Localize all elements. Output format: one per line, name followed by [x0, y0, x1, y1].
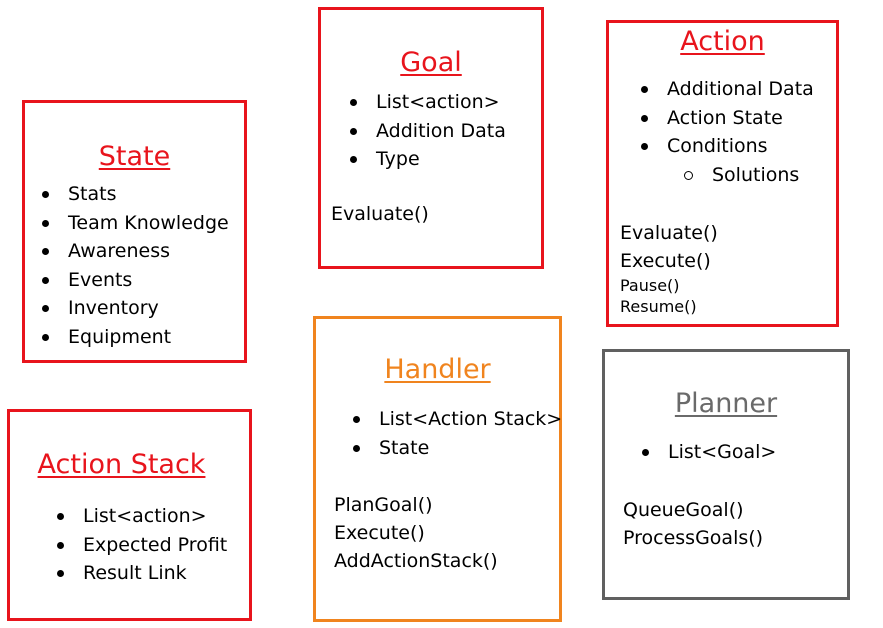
- goal-title: Goal: [400, 47, 462, 78]
- list-item-label: Action State: [667, 106, 783, 129]
- method-label: Resume(): [620, 297, 697, 316]
- method-label: AddActionStack(): [334, 550, 498, 572]
- list-item: Team Knowledge: [42, 209, 229, 238]
- list-item-label: Team Knowledge: [68, 211, 229, 234]
- list-subitem-label: Solutions: [712, 163, 800, 186]
- method-label: PlanGoal(): [334, 494, 433, 516]
- bullet-icon: [350, 127, 357, 135]
- state-title: State: [98, 141, 171, 172]
- bullet-icon: [57, 541, 64, 549]
- list-item: Result Link: [57, 559, 227, 588]
- method-label: Pause(): [620, 276, 680, 295]
- list-item-label: List<action>: [376, 91, 500, 113]
- method-label: Evaluate(): [620, 222, 718, 244]
- planner-title: Planner: [674, 388, 778, 419]
- planner-list: List<Goal>: [642, 438, 777, 467]
- bullet-icon: [42, 219, 49, 227]
- list-item: Action State: [641, 104, 814, 133]
- handler-title: Handler: [384, 354, 491, 385]
- state-list: Stats Team Knowledge Awareness Events In…: [42, 180, 229, 352]
- list-item: Type: [350, 145, 506, 174]
- list-item-label: Events: [68, 268, 133, 291]
- bullet-icon: [42, 191, 49, 198]
- list-item-label: Conditions: [667, 135, 768, 157]
- goal-list: List<action> Addition Data Type: [350, 88, 506, 174]
- list-item: Events: [42, 266, 229, 295]
- bullet-icon: [42, 333, 49, 341]
- list-item: List<Action Stack>: [353, 405, 563, 434]
- action-list: Additional Data Action State Conditions …: [641, 75, 814, 190]
- bullet-icon: [353, 444, 360, 452]
- bullet-icon: [42, 248, 49, 255]
- bullet-icon: [641, 143, 648, 150]
- list-item-label: Addition Data: [376, 119, 506, 142]
- list-item: State: [353, 434, 562, 463]
- state-box: State Stats Team Knowledge Awareness Eve…: [22, 100, 247, 363]
- bullet-icon: [57, 570, 64, 577]
- hollow-bullet-icon: [684, 170, 693, 180]
- goal-box: Goal List<action> Addition Data Type Eva…: [318, 7, 544, 269]
- list-item-label: List<Goal>: [668, 441, 777, 463]
- list-subitem: Solutions: [684, 161, 814, 190]
- list-item-label: Stats: [68, 183, 117, 205]
- list-item-label: Equipment: [68, 325, 172, 348]
- bullet-icon: [353, 416, 360, 423]
- action-stack-box: Action Stack List<action> Expected Profi…: [7, 409, 252, 621]
- planner-methods: QueueGoal() ProcessGoals(): [623, 496, 763, 552]
- list-item: List<action>: [57, 502, 227, 531]
- method-label: Execute(): [334, 522, 425, 544]
- list-item-label: Additional Data: [667, 78, 814, 100]
- list-item-label: Awareness: [68, 240, 171, 262]
- list-item: Additional Data: [641, 75, 814, 104]
- list-item-label: Inventory: [68, 297, 159, 319]
- method-label: Execute(): [620, 250, 711, 272]
- method-label: QueueGoal(): [623, 499, 744, 521]
- planner-box: Planner List<Goal> QueueGoal() ProcessGo…: [602, 349, 850, 600]
- list-item: Awareness: [42, 237, 229, 266]
- bullet-icon: [642, 449, 649, 456]
- action-title: Action: [680, 26, 765, 57]
- list-item-label: List<action>: [83, 505, 207, 527]
- handler-methods: PlanGoal() Execute() AddActionStack(): [334, 491, 498, 575]
- list-item: Equipment: [42, 323, 229, 352]
- list-item-label: Type: [376, 148, 420, 170]
- list-item: Stats: [42, 180, 229, 209]
- bullet-icon: [42, 305, 49, 312]
- list-item: Inventory: [42, 294, 229, 323]
- handler-box: Handler List<Action Stack> State PlanGoa…: [313, 316, 562, 622]
- method-label: Evaluate(): [331, 203, 429, 225]
- bullet-icon: [641, 86, 648, 93]
- action-stack-list: List<action> Expected Profit Result Link: [57, 502, 228, 588]
- list-item-label: Expected Profit: [83, 533, 228, 556]
- handler-list: List<Action Stack> State: [353, 405, 563, 463]
- list-item: Expected Profit: [57, 531, 228, 560]
- bullet-icon: [57, 513, 64, 520]
- action-methods: Evaluate() Execute() Pause() Resume(): [620, 219, 718, 317]
- bullet-icon: [350, 156, 357, 163]
- list-item-label: Result Link: [83, 562, 187, 584]
- bullet-icon: [641, 114, 648, 122]
- method-label: ProcessGoals(): [623, 527, 764, 549]
- bullet-icon: [42, 276, 49, 284]
- list-item: List<action>: [350, 88, 506, 117]
- action-box: Action Additional Data Action State Cond…: [606, 20, 839, 327]
- list-item: List<Goal>: [642, 438, 777, 467]
- bullet-icon: [350, 99, 357, 106]
- list-item: Conditions: [641, 132, 814, 161]
- list-item-label: State: [379, 436, 430, 459]
- goal-methods: Evaluate(): [331, 200, 429, 228]
- list-item: Addition Data: [350, 117, 506, 146]
- list-item-label: List<Action Stack>: [379, 408, 563, 430]
- action-stack-title: Action Stack: [37, 449, 206, 480]
